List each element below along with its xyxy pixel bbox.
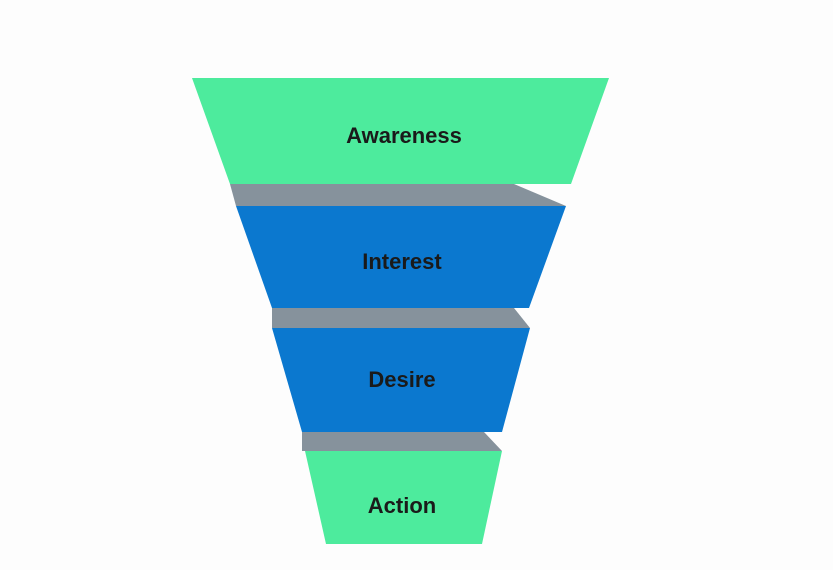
- stage-shape: [236, 206, 566, 308]
- stage-label: Action: [368, 493, 436, 518]
- stage-label: Desire: [368, 367, 435, 392]
- funnel-stage-interest: Interest: [236, 206, 566, 308]
- connector-band-2: [272, 308, 530, 328]
- funnel-stage-desire: Desire: [272, 328, 530, 432]
- connector-band-1: [230, 184, 566, 206]
- stage-shape: [305, 451, 502, 544]
- stage-shape: [272, 328, 530, 432]
- stage-shape: [192, 78, 609, 184]
- funnel-stage-action: Action: [305, 451, 502, 544]
- connector-band-3: [302, 432, 502, 451]
- funnel-stage-awareness: Awareness: [192, 78, 609, 184]
- stage-label: Awareness: [346, 123, 462, 148]
- stage-label: Interest: [362, 249, 442, 274]
